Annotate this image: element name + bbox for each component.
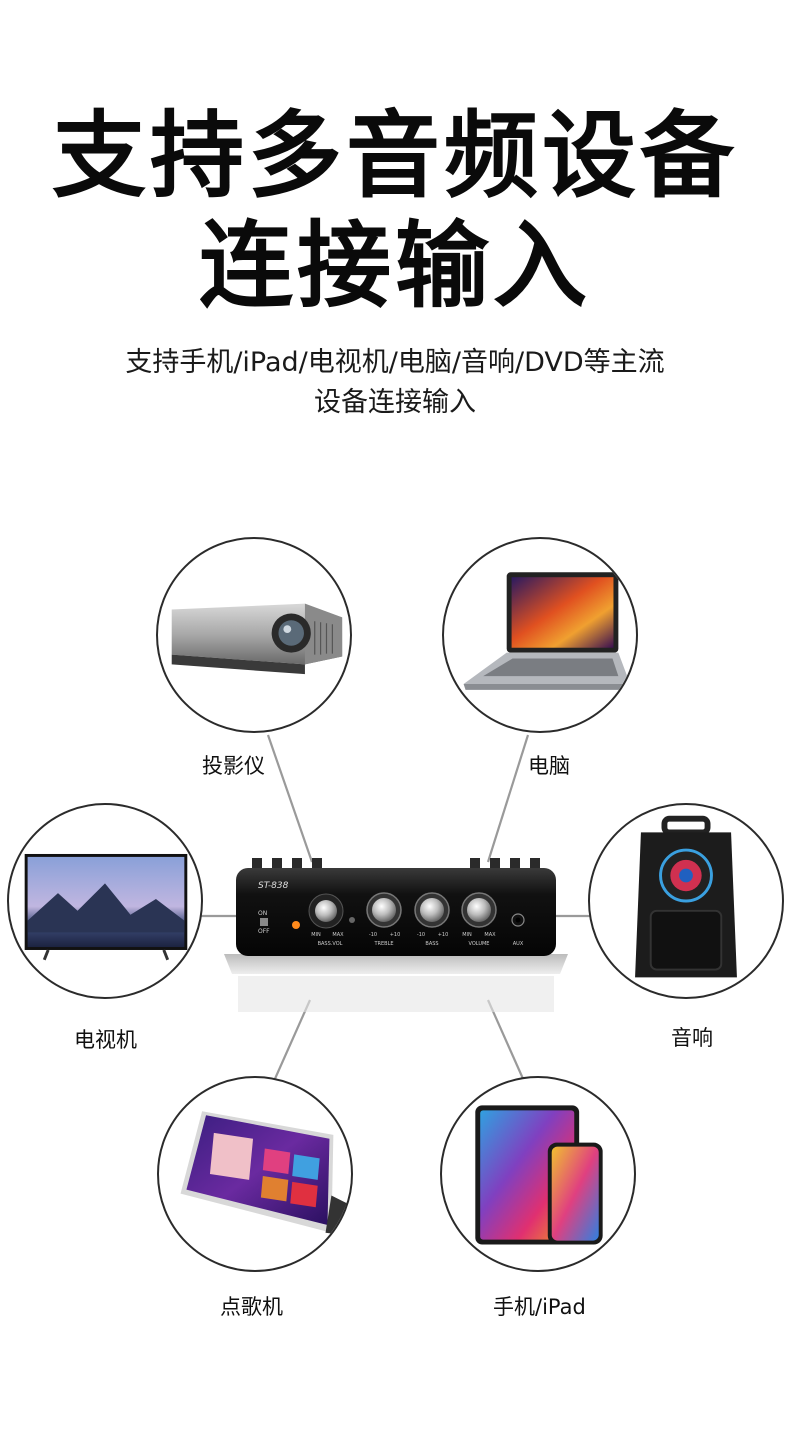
headline-line-2: 连接输入 [198,212,591,321]
power-switch[interactable] [260,918,268,926]
subtitle-line-1: 支持手机/iPad/电视机/电脑/音响/DVD等主流 [125,347,665,378]
bass-max: +10 [438,932,449,938]
amp-on-label: ON [258,910,267,917]
amplifier-image: ST-838 ON OFF MIN MAX BASS.VOL -10 +10 T… [224,858,568,1012]
volume-label: VOLUME [469,941,490,947]
device-speaker[interactable] [588,803,784,999]
aux-jack[interactable] [511,913,525,927]
device-label-speaker: 音响 [671,1026,713,1050]
power-led [292,921,300,929]
device-karaoke[interactable] [157,1076,353,1272]
tv-icon [24,853,188,961]
device-projector[interactable] [156,537,352,733]
device-label-laptop: 电脑 [528,754,570,778]
speaker-icon [635,815,737,978]
device-phone[interactable] [440,1076,636,1272]
knob-volume[interactable] [461,892,497,928]
bass-label: BASS [425,941,438,947]
treble-max: +10 [390,932,401,938]
bass-vol-min: MIN [311,932,321,938]
knob-bass[interactable] [414,892,450,928]
knob-bass-vol[interactable] [308,893,344,929]
volume-min: MIN [462,932,472,938]
device-tv[interactable] [7,803,203,999]
bass-min: -10 [417,932,425,938]
knob-treble[interactable] [366,892,402,928]
device-label-phone: 手机/iPad [493,1295,586,1319]
volume-max: MAX [484,932,496,938]
amp-off-label: OFF [258,928,270,935]
projector-icon [171,603,343,675]
device-laptop[interactable] [442,537,638,733]
subtitle-line-2: 设备连接输入 [314,387,476,418]
bass-vol-max: MAX [332,932,344,938]
bass-vol-label: BASS.VOL [318,941,343,947]
karaoke-machine-icon [180,1111,348,1235]
device-label-projector: 投影仪 [202,754,265,778]
treble-label: TREBLE [373,941,393,947]
device-label-karaoke: 点歌机 [220,1295,283,1319]
amp-model: ST-838 [258,881,289,891]
phone-tablet-icon [475,1105,603,1245]
device-label-tv: 电视机 [74,1028,137,1052]
aux-label: AUX [513,941,524,947]
laptop-icon [463,572,631,690]
headline-line-1: 支持多音频设备 [51,102,738,211]
bass-led [349,917,355,923]
treble-min: -10 [369,932,377,938]
